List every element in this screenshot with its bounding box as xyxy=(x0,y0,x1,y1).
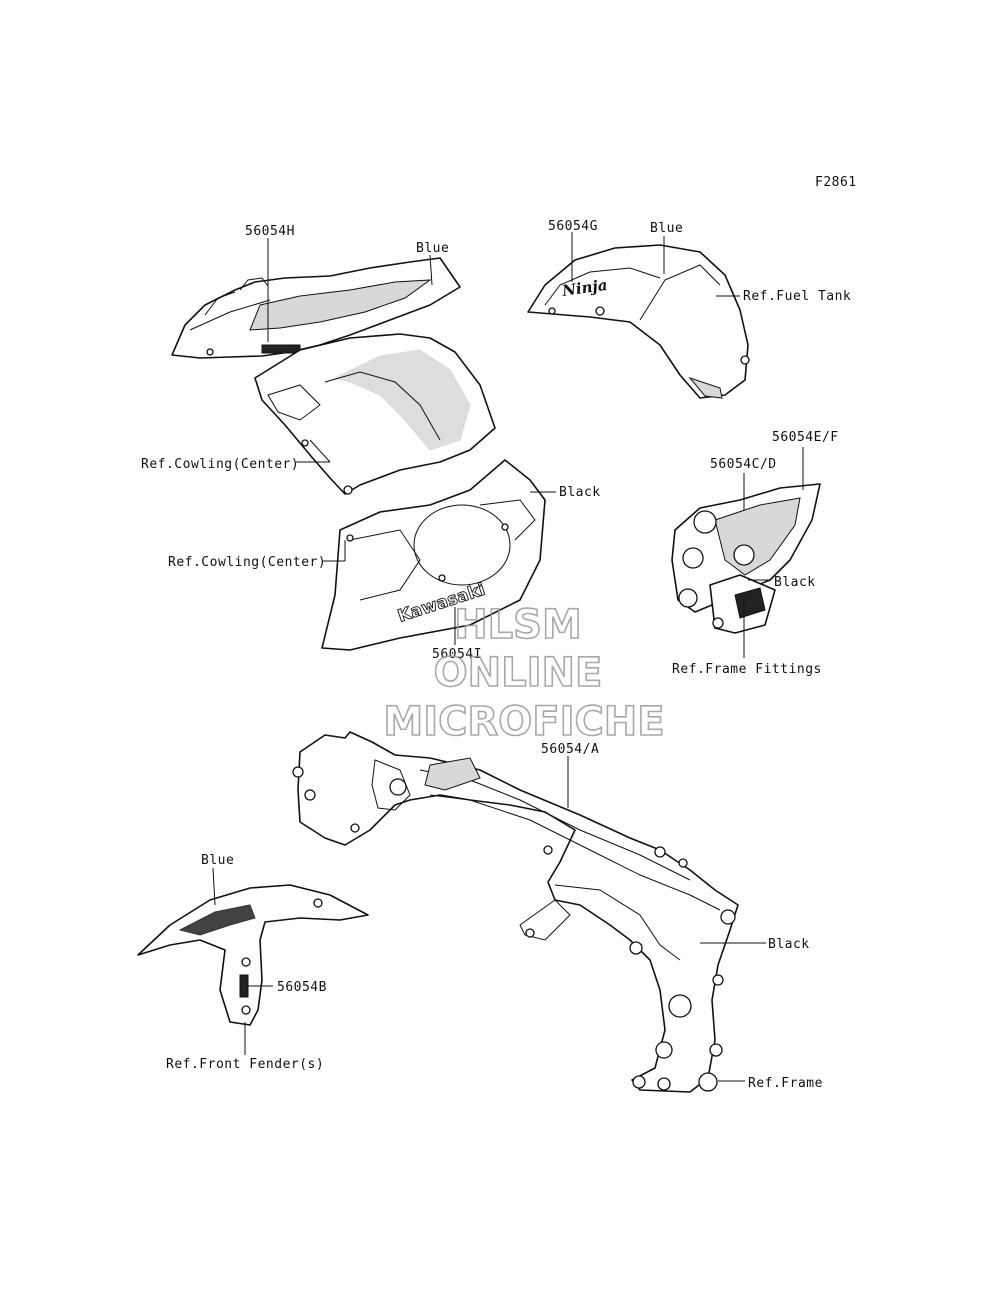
label-black-lower-cowl: Black xyxy=(559,485,601,500)
label-56054b: 56054B xyxy=(277,980,327,995)
center-cowl xyxy=(254,333,496,495)
label-black-frame: Black xyxy=(768,937,810,952)
label-ref-frame: Ref.Frame xyxy=(748,1076,823,1091)
watermark-line-1: HLSM xyxy=(454,602,582,648)
watermark: HLSM ONLINE MICROFICHE xyxy=(383,601,666,746)
fuel-tank: Ninja xyxy=(527,244,750,399)
label-ref-frame-fittings: Ref.Frame Fittings xyxy=(672,662,822,677)
frame-fitting xyxy=(671,483,821,634)
front-fender xyxy=(137,884,369,1026)
label-blue-tank: Blue xyxy=(650,221,683,236)
label-ref-cowling-center-2: Ref.Cowling(Center) xyxy=(168,555,326,570)
label-56054ef: 56054E/F xyxy=(772,430,839,445)
label-56054h: 56054H xyxy=(245,224,295,239)
label-56054i: 56054I xyxy=(432,647,482,662)
lower-cowl: Kawasaki xyxy=(321,459,546,651)
decal-56054h xyxy=(261,344,301,354)
label-ref-front-fenders: Ref.Front Fender(s) xyxy=(166,1057,324,1072)
watermark-line-2: ONLINE xyxy=(434,650,603,696)
label-56054a: 56054/A xyxy=(541,742,599,757)
label-56054cd: 56054C/D xyxy=(710,457,777,472)
figure-id: F2861 xyxy=(815,175,857,190)
label-56054g: 56054G xyxy=(548,219,598,234)
label-blue-fender: Blue xyxy=(201,853,234,868)
label-black-fitting: Black xyxy=(774,575,816,590)
watermark-line-3: MICROFICHE xyxy=(383,699,664,745)
label-ref-fuel-tank: Ref.Fuel Tank xyxy=(743,289,851,304)
label-ref-cowling-center-1: Ref.Cowling(Center) xyxy=(141,457,299,472)
upper-side-cowl xyxy=(171,257,461,359)
label-blue-upper: Blue xyxy=(416,241,449,256)
main-frame xyxy=(292,731,739,1093)
leader-lines xyxy=(212,232,804,1082)
